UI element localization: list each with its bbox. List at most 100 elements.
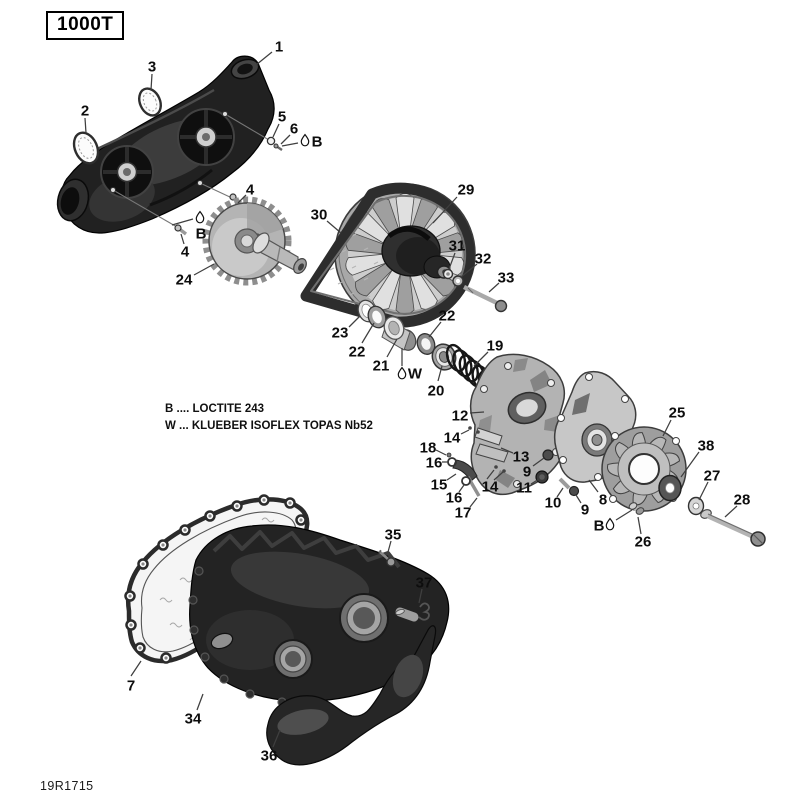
gasket-squiggle	[261, 517, 275, 523]
gasket-tab-hole	[262, 498, 266, 502]
leader-line-23	[348, 315, 361, 328]
adhesive-droplet-icon-b-bot	[605, 517, 615, 531]
callout-w: W	[408, 366, 423, 383]
cover-ridge	[212, 530, 401, 569]
leader-line-1	[255, 51, 273, 66]
clamp-37	[418, 602, 430, 621]
callout-2: 2	[81, 103, 89, 120]
callout-16a: 16	[426, 455, 443, 472]
belt-texture	[329, 233, 379, 299]
washer-38	[658, 474, 682, 502]
leader-line-15	[446, 473, 457, 481]
bolt-28	[700, 509, 766, 547]
cover-bolt-tab	[245, 689, 255, 699]
belt-hatch-mark	[363, 247, 369, 251]
callout-7: 7	[127, 678, 135, 695]
callout-4b: 4	[181, 244, 190, 261]
screw-14	[476, 430, 480, 434]
hardware-cluster	[446, 426, 580, 497]
leader-line-35	[387, 540, 392, 553]
leader-line-4b	[180, 233, 185, 245]
callout-13: 13	[513, 449, 530, 466]
leader-line-14b	[493, 471, 504, 481]
outer-cvt-cover	[188, 524, 450, 707]
callout-23: 23	[332, 325, 349, 342]
leader-line-33	[488, 282, 500, 293]
legend-note-b: B .... LOCTITE 243	[165, 403, 265, 415]
callout-14b: 14	[482, 479, 499, 496]
cover-bolt-tab	[188, 595, 198, 605]
legend-notes: B .... LOCTITE 243 W ... KLUEBER ISOFLEX…	[165, 401, 373, 435]
belt-hatch-mark	[341, 249, 347, 253]
bushing-21	[381, 316, 417, 351]
leader-line-16b	[458, 484, 465, 493]
belt-hatch-mark	[365, 295, 371, 299]
leader-line-36	[272, 729, 281, 748]
callout-20: 20	[428, 383, 445, 400]
leader-line-10	[556, 487, 564, 498]
leader-line-b-top	[281, 142, 299, 147]
callout-17: 17	[455, 505, 472, 522]
callout-5: 5	[278, 109, 286, 126]
callout-9b: 9	[581, 502, 589, 519]
leader-line-22a	[361, 322, 375, 344]
callout-31: 31	[449, 238, 466, 255]
callout-29: 29	[458, 182, 475, 199]
callout-27: 27	[704, 468, 721, 485]
callout-24: 24	[176, 272, 193, 289]
callout-b-bot: B	[594, 518, 605, 535]
callout-21: 21	[373, 358, 390, 375]
adhesive-droplet-icon-w	[397, 366, 407, 380]
callout-22b: 22	[439, 308, 456, 325]
model-badge: 1000T	[46, 11, 125, 40]
callout-18: 18	[420, 440, 437, 457]
screw-14	[502, 469, 506, 473]
gasket-tab-hole	[288, 501, 292, 505]
oring-16-lower	[461, 476, 471, 486]
clutch-fin	[355, 260, 396, 297]
callout-19: 19	[487, 338, 504, 355]
leader-line-19	[473, 351, 489, 367]
leader-line-20	[437, 365, 443, 382]
callout-12: 12	[452, 408, 469, 425]
leader-line-12	[469, 411, 485, 414]
callout-1: 1	[275, 39, 283, 56]
legend-note-w: W ... KLUEBER ISOFLEX TOPAS Nb52	[165, 420, 373, 432]
gasket-tab-hole	[138, 646, 142, 650]
leader-line-13	[500, 447, 514, 454]
callout-22a: 22	[349, 344, 366, 361]
leader-line-30	[326, 220, 342, 234]
cover-port-right	[339, 593, 389, 643]
screw-14	[468, 426, 472, 430]
adhesive-droplet-icon-b-top	[300, 133, 310, 147]
leader-line-32	[460, 263, 478, 278]
gasket-bolt-tabs	[124, 494, 307, 664]
bracket-13-lower	[475, 443, 509, 463]
inner-cvt-cover	[56, 55, 275, 234]
gasket-tab-hole	[299, 518, 303, 522]
gasket-tab-hole	[141, 562, 145, 566]
callout-25: 25	[669, 405, 686, 422]
belt-hatch-mark	[351, 265, 357, 269]
leader-line-31	[448, 252, 456, 270]
callout-9a: 9	[523, 464, 531, 481]
washer-32	[452, 275, 464, 287]
callout-15: 15	[431, 477, 448, 494]
cover-bolt-tab	[219, 674, 229, 684]
leader-line-2	[84, 117, 87, 134]
cover-bearing-boss-right	[177, 108, 235, 166]
gasket-tab-hole	[128, 594, 132, 598]
bolt-33	[463, 284, 508, 313]
nut-26	[628, 502, 645, 515]
cover-port-left	[273, 639, 313, 679]
screw-6	[273, 143, 283, 151]
clutch-fin	[345, 253, 391, 276]
plug-9-lower	[568, 485, 580, 497]
callout-16b: 16	[446, 490, 463, 507]
primary-fixed-sheave	[202, 196, 307, 286]
adhesive-droplet-icon-b-mid	[195, 210, 205, 224]
belt-hatch-mark	[373, 261, 379, 265]
leader-line-18	[435, 449, 447, 456]
bolt-4-lower	[174, 224, 188, 236]
